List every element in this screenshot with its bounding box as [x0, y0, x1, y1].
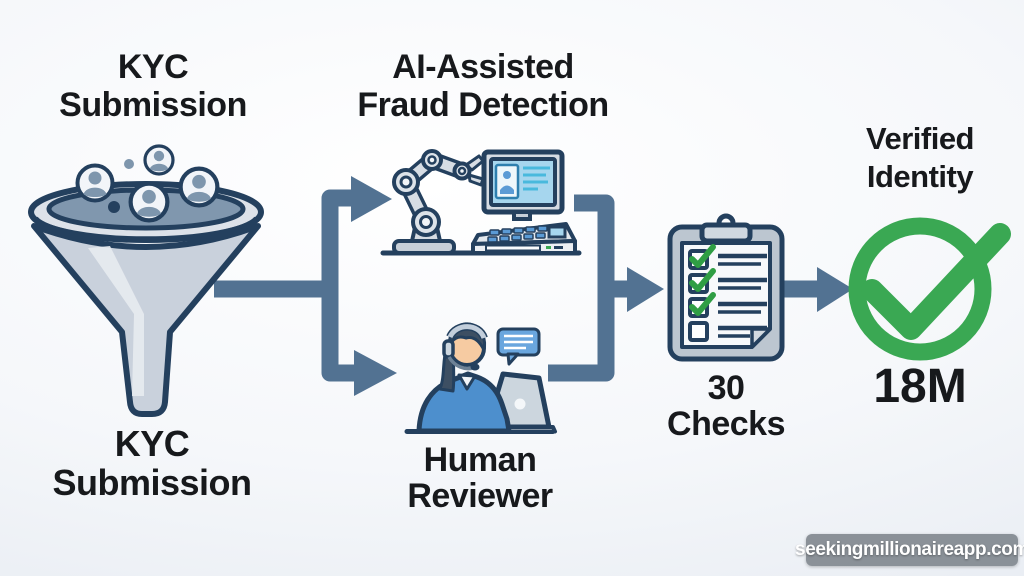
- user-avatar-icon: [75, 163, 115, 203]
- label-line: KYC: [117, 48, 189, 86]
- kyc-submission-label-top: KYC Submission: [23, 48, 283, 124]
- laptop-logo: [514, 398, 526, 410]
- bubble-dot-icon: [124, 159, 134, 169]
- kyc-submission-label-bottom: KYC Submission: [20, 424, 284, 502]
- checks-count-label: 30 Checks: [626, 370, 826, 442]
- user-avatar-icon: [131, 184, 168, 221]
- robot-joints: [392, 149, 472, 237]
- console-led-dark: [554, 246, 563, 249]
- check-mark: [861, 223, 1011, 340]
- label-line: Human: [423, 441, 537, 479]
- label-line: KYC: [114, 423, 190, 464]
- verified-identity-label: Verified Identity: [818, 120, 1022, 196]
- monitor-stand: [512, 210, 532, 221]
- id-card-photo: [503, 171, 511, 179]
- headset-band: [447, 324, 487, 340]
- user-avatar-icon: [143, 144, 175, 176]
- label-line: Submission: [52, 462, 252, 503]
- watermark-text: seekingmillionaireapp.com: [795, 539, 1024, 560]
- chat-bubble-icon: [496, 327, 541, 366]
- arrow-to-checks-icon: [627, 267, 664, 312]
- label-line: Checks: [667, 405, 785, 443]
- bubble-dot-dark-icon: [108, 201, 120, 213]
- funnel-with-users-icon: [28, 144, 264, 417]
- label-line: Reviewer: [407, 477, 553, 515]
- bubble-tail: [506, 352, 520, 366]
- split-bracket-connector: [321, 189, 356, 382]
- label-line: Verified: [866, 121, 975, 156]
- id-card-photo-shoulders: [500, 185, 514, 194]
- funnel-highlight: [88, 246, 144, 396]
- checklist-text-lines: [718, 253, 767, 338]
- screen-text-lines: [523, 166, 550, 191]
- green-circle-check-icon: [848, 217, 1011, 361]
- label-line: 30: [707, 369, 745, 407]
- robot-arm-and-terminal-icon: [380, 149, 582, 256]
- console-keys: [487, 225, 548, 243]
- checklist-rows: [688, 244, 767, 342]
- bubble-text-lines: [504, 334, 533, 350]
- label-line: AI-Assisted: [392, 48, 574, 86]
- arrow-to-verified-icon: [817, 267, 853, 312]
- user-avatar-icon: [181, 169, 218, 206]
- green-check-marks: [689, 244, 716, 316]
- watermark-badge: seekingmillionaireapp.com: [795, 534, 1024, 566]
- label-line: Submission: [59, 86, 247, 124]
- clipboard-clip: [699, 222, 753, 244]
- console-slot: [485, 244, 541, 252]
- agent-collar: [457, 373, 477, 391]
- label-line: Identity: [866, 159, 974, 194]
- headset-earcup: [442, 339, 455, 359]
- funnel-rim-edge: [34, 216, 258, 241]
- console-display: [547, 225, 567, 239]
- human-reviewer-label: Human Reviewer: [355, 442, 605, 514]
- clipboard-checklist-icon: [667, 213, 785, 362]
- robot-claw-lower: [467, 173, 485, 187]
- agent-headset-laptop-icon: [404, 322, 557, 434]
- arrow-to-ai-icon: [351, 176, 392, 222]
- console-led-green: [546, 246, 551, 249]
- verified-count-label: 18M: [873, 360, 967, 413]
- arrow-to-human-icon: [354, 350, 397, 396]
- robot-arm: [401, 155, 467, 228]
- check-circle-ring: [848, 217, 992, 361]
- headset-mic: [470, 363, 480, 371]
- label-line: Fraud Detection: [357, 86, 609, 124]
- ai-fraud-detection-label: AI-Assisted Fraud Detection: [330, 48, 636, 124]
- funnel-cone: [31, 223, 261, 417]
